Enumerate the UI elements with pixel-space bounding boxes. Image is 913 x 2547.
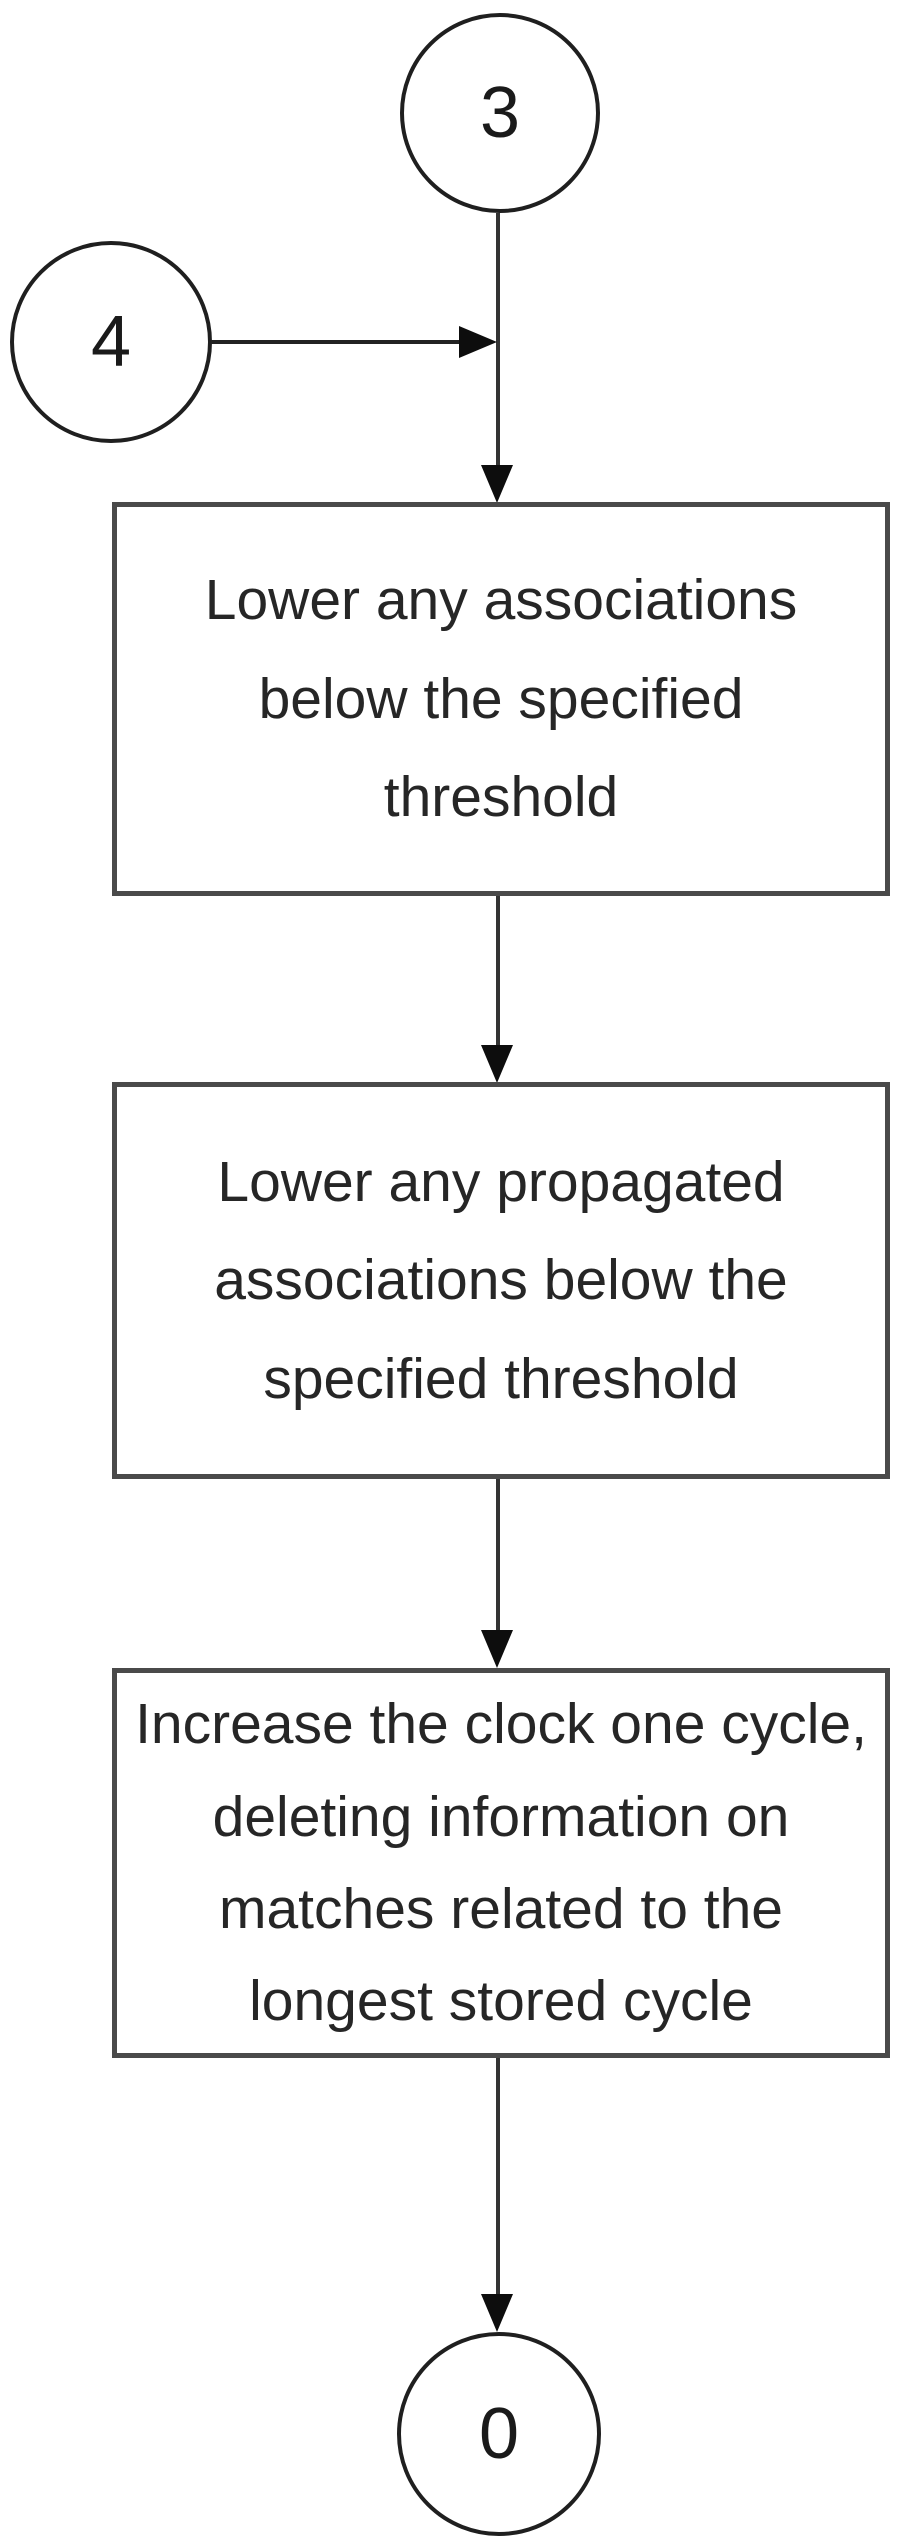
arrowhead-down-icon [481,2294,513,2332]
connector-node-3-label: 3 [479,73,521,153]
arrowhead-down-icon [481,1630,513,1668]
connector-node-0: 0 [397,2332,601,2536]
process-step-text-line: Lower any associations [204,568,798,633]
edge-connector3-to-step1-line [496,213,500,465]
process-step-text-line: deleting information on [212,1784,790,1849]
edge-step1-to-step2-line [496,896,500,1045]
edge-step2-to-step3-line [496,1479,500,1630]
process-step-increase-clock: Increase the clock one cycle, deleting i… [112,1668,890,2058]
process-step-text-line: matches related to the [219,1877,783,1941]
arrowhead-down-icon [481,1045,513,1083]
edge-connector4-to-step1-line [211,340,462,344]
process-step-lower-propagated-associations: Lower any propagated associations below … [112,1082,890,1479]
process-step-text-line: Lower any propagated [217,1149,785,1214]
arrowhead-down-icon [481,465,513,503]
process-step-text-line: specified threshold [263,1346,739,1411]
connector-node-4: 4 [10,241,212,443]
process-step-lower-associations: Lower any associations below the specifi… [112,502,890,896]
arrowhead-right-icon [459,326,497,358]
process-step-text-line: associations below the [214,1248,788,1313]
connector-node-4-label: 4 [90,302,132,382]
connector-node-3: 3 [400,13,600,213]
process-step-text-line: longest stored cycle [249,1969,753,2034]
connector-node-0-label: 0 [478,2394,520,2474]
edge-step3-to-connector0-line [496,2058,500,2294]
process-step-text-line: Increase the clock one cycle, [135,1692,867,1757]
process-step-text-line: threshold [383,765,619,830]
process-step-text-line: below the specified [258,666,744,731]
